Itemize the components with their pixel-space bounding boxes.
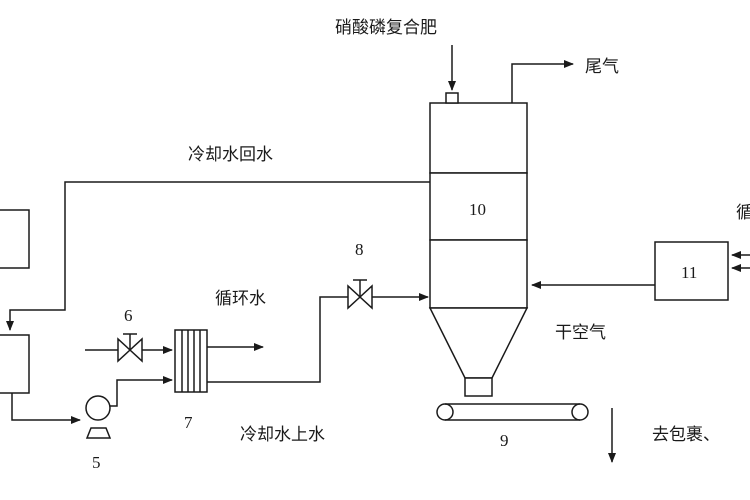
valve-8: [347, 279, 373, 310]
cooling-return-line: [6, 181, 430, 331]
tail-gas-label: 尾气: [585, 57, 619, 77]
valve-6: [117, 333, 143, 363]
heat-exchanger-7: [174, 329, 208, 393]
dryer-box-11: [654, 241, 729, 301]
label-10: 10: [469, 200, 486, 219]
conveyor-9: [436, 403, 589, 421]
tank-to-pump-line: [11, 393, 81, 424]
cut-off-label: 循: [736, 203, 750, 223]
tower-10: [428, 92, 529, 397]
label-5: 5: [92, 453, 101, 472]
tail-gas-line: [511, 60, 574, 103]
left-tank-upper: [0, 209, 30, 269]
cooling-supply-label: 冷却水上水: [240, 425, 325, 445]
label-6: 6: [124, 306, 133, 325]
label-7: 7: [184, 413, 193, 432]
to-packaging-label: 去包裹、: [652, 425, 720, 445]
label-8: 8: [355, 240, 364, 259]
dry-air-label: 干空气: [555, 323, 606, 343]
pump-to-exchanger-line: [110, 376, 173, 407]
left-tank-lower: [0, 334, 30, 394]
pump-5: [85, 395, 112, 439]
label-9: 9: [500, 431, 509, 450]
cooling-return-label: 冷却水回水: [188, 145, 273, 165]
circulating-water-label: 循环水: [215, 289, 266, 309]
cooling-supply-line: [207, 296, 348, 383]
feed-label: 硝酸磷复合肥: [335, 18, 437, 38]
label-11: 11: [681, 263, 697, 282]
